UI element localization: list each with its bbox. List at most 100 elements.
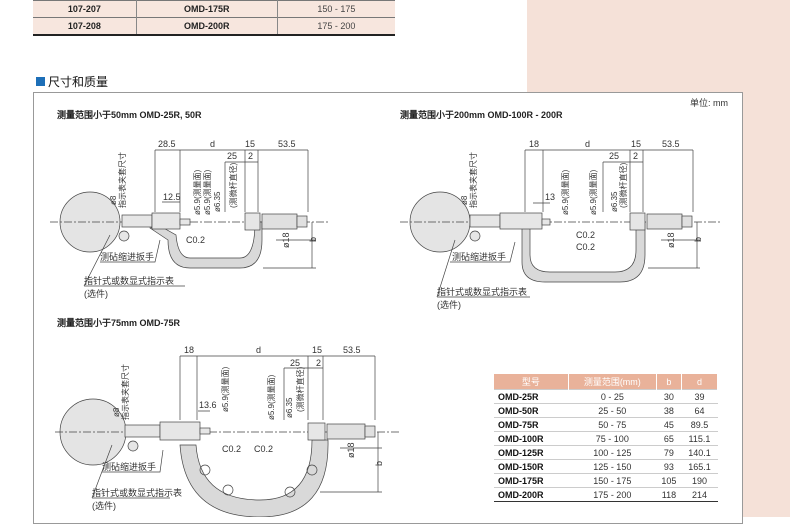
dim-label: C0.2 xyxy=(222,444,241,454)
vertical-label: ø6.35 xyxy=(213,191,222,212)
table-cell: 190 xyxy=(681,473,718,488)
table-cell: OMD-200R xyxy=(494,487,569,502)
square-bullet-icon xyxy=(36,77,45,86)
section-heading: 尺寸和质量 xyxy=(36,73,108,90)
dim-label: 18 xyxy=(529,139,539,149)
dim-label: 2 xyxy=(316,358,321,368)
dim-label: ø18 xyxy=(281,232,291,248)
vertical-label: ø5.9(测量面) xyxy=(561,169,570,215)
dim-label: 15 xyxy=(312,345,322,355)
table-cell: OMD-25R xyxy=(494,389,569,404)
table-cell: OMD-175R xyxy=(494,473,569,488)
table-cell: OMD-150R xyxy=(494,459,569,474)
table-cell: 105 xyxy=(656,473,682,488)
dim-label: b xyxy=(693,237,703,242)
table-cell: OMD-75R xyxy=(494,417,569,432)
vertical-label: 指示表夹套尺寸 xyxy=(468,152,478,208)
table-cell: 25 - 50 xyxy=(568,403,657,418)
micrometer-drawing-1 xyxy=(50,149,330,287)
vertical-label: (测微杆直径) xyxy=(618,162,628,208)
range: 175 - 200 xyxy=(277,17,395,35)
table-cell: 125 - 150 xyxy=(568,459,657,474)
table-cell: 50 - 75 xyxy=(568,417,657,432)
dim-label: C0.2 xyxy=(186,235,205,245)
anvil-wrench-label: 测砧缩进扳手 xyxy=(100,251,154,262)
range: 150 - 175 xyxy=(277,0,395,18)
vertical-label: ø6.35 xyxy=(610,191,619,212)
table-cell: 175 - 200 xyxy=(568,487,657,502)
code: 107-208 xyxy=(33,17,137,35)
table-cell: 45 xyxy=(656,417,682,432)
dim-label: 53.5 xyxy=(343,345,361,355)
micrometer-drawing-3 xyxy=(55,355,400,517)
header-model: 型号 xyxy=(494,374,569,390)
header-b: b xyxy=(656,374,682,390)
table-cell: 64 xyxy=(681,403,718,418)
table-cell: 140.1 xyxy=(681,445,718,460)
vertical-label: ø5.9(测量面) xyxy=(589,169,598,215)
table-cell: 89.5 xyxy=(681,417,718,432)
dim-label: C0.2 xyxy=(576,230,595,240)
table-cell: 115.1 xyxy=(681,431,718,446)
vertical-label: ø8 xyxy=(112,407,121,417)
dim-label: b xyxy=(308,237,318,242)
table-cell: OMD-50R xyxy=(494,403,569,418)
vertical-label: (测微杆直径) xyxy=(228,162,238,208)
dim-label: 53.5 xyxy=(278,139,296,149)
diagram-title: 测量范围小于75mm OMD-75R xyxy=(57,317,181,328)
dim-label: ø18 xyxy=(666,232,676,248)
table-cell: 118 xyxy=(656,487,682,502)
unit-label: 单位: mm xyxy=(690,97,728,108)
indicator-label: 指针式或数显式指示表 xyxy=(437,286,527,297)
dim-label: d xyxy=(585,139,590,149)
table-cell: 0 - 25 xyxy=(568,389,657,404)
vertical-label: ø8 xyxy=(109,195,118,205)
table-cell: 165.1 xyxy=(681,459,718,474)
table-cell: 38 xyxy=(656,403,682,418)
diagram-title: 测量范围小于200mm OMD-100R - 200R xyxy=(400,109,563,120)
dim-label: 12.5 xyxy=(163,192,181,202)
table-cell: 93 xyxy=(656,459,682,474)
vertical-label: 指示表夹套尺寸 xyxy=(117,152,127,208)
dim-label: 25 xyxy=(290,358,300,368)
code: 107-207 xyxy=(33,0,137,18)
vertical-label: ø5.9(测量面) xyxy=(193,169,202,215)
anvil-wrench-label: 测砧缩进扳手 xyxy=(102,461,156,472)
vertical-label: ø5.9(测量面) xyxy=(203,169,212,215)
dim-label: 15 xyxy=(631,139,641,149)
section-title: 尺寸和质量 xyxy=(48,75,109,89)
dim-label: d xyxy=(256,345,261,355)
micrometer-drawing-2 xyxy=(400,149,720,298)
vertical-label: 指示表夹套尺寸 xyxy=(120,364,130,420)
table-cell: 150 - 175 xyxy=(568,473,657,488)
diagram-title: 测量范围小于50mm OMD-25R, 50R xyxy=(57,109,202,120)
table-cell: OMD-100R xyxy=(494,431,569,446)
dim-label: 28.5 xyxy=(158,139,176,149)
vertical-label: ø5.9(测量面) xyxy=(221,366,230,412)
anvil-wrench-label: 测砧缩进扳手 xyxy=(452,251,506,262)
optional-label: (选件) xyxy=(92,500,116,511)
model: OMD-200R xyxy=(136,17,278,35)
optional-label: (选件) xyxy=(84,288,108,299)
dim-label: 25 xyxy=(227,151,237,161)
model: OMD-175R xyxy=(136,0,278,18)
table-cell: OMD-125R xyxy=(494,445,569,460)
header-range: 测量范围(mm) xyxy=(568,374,657,390)
table-cell: 79 xyxy=(656,445,682,460)
table-cell: 65 xyxy=(656,431,682,446)
header-d: d xyxy=(681,374,719,390)
dim-label: 15 xyxy=(245,139,255,149)
dim-label: b xyxy=(374,461,384,466)
